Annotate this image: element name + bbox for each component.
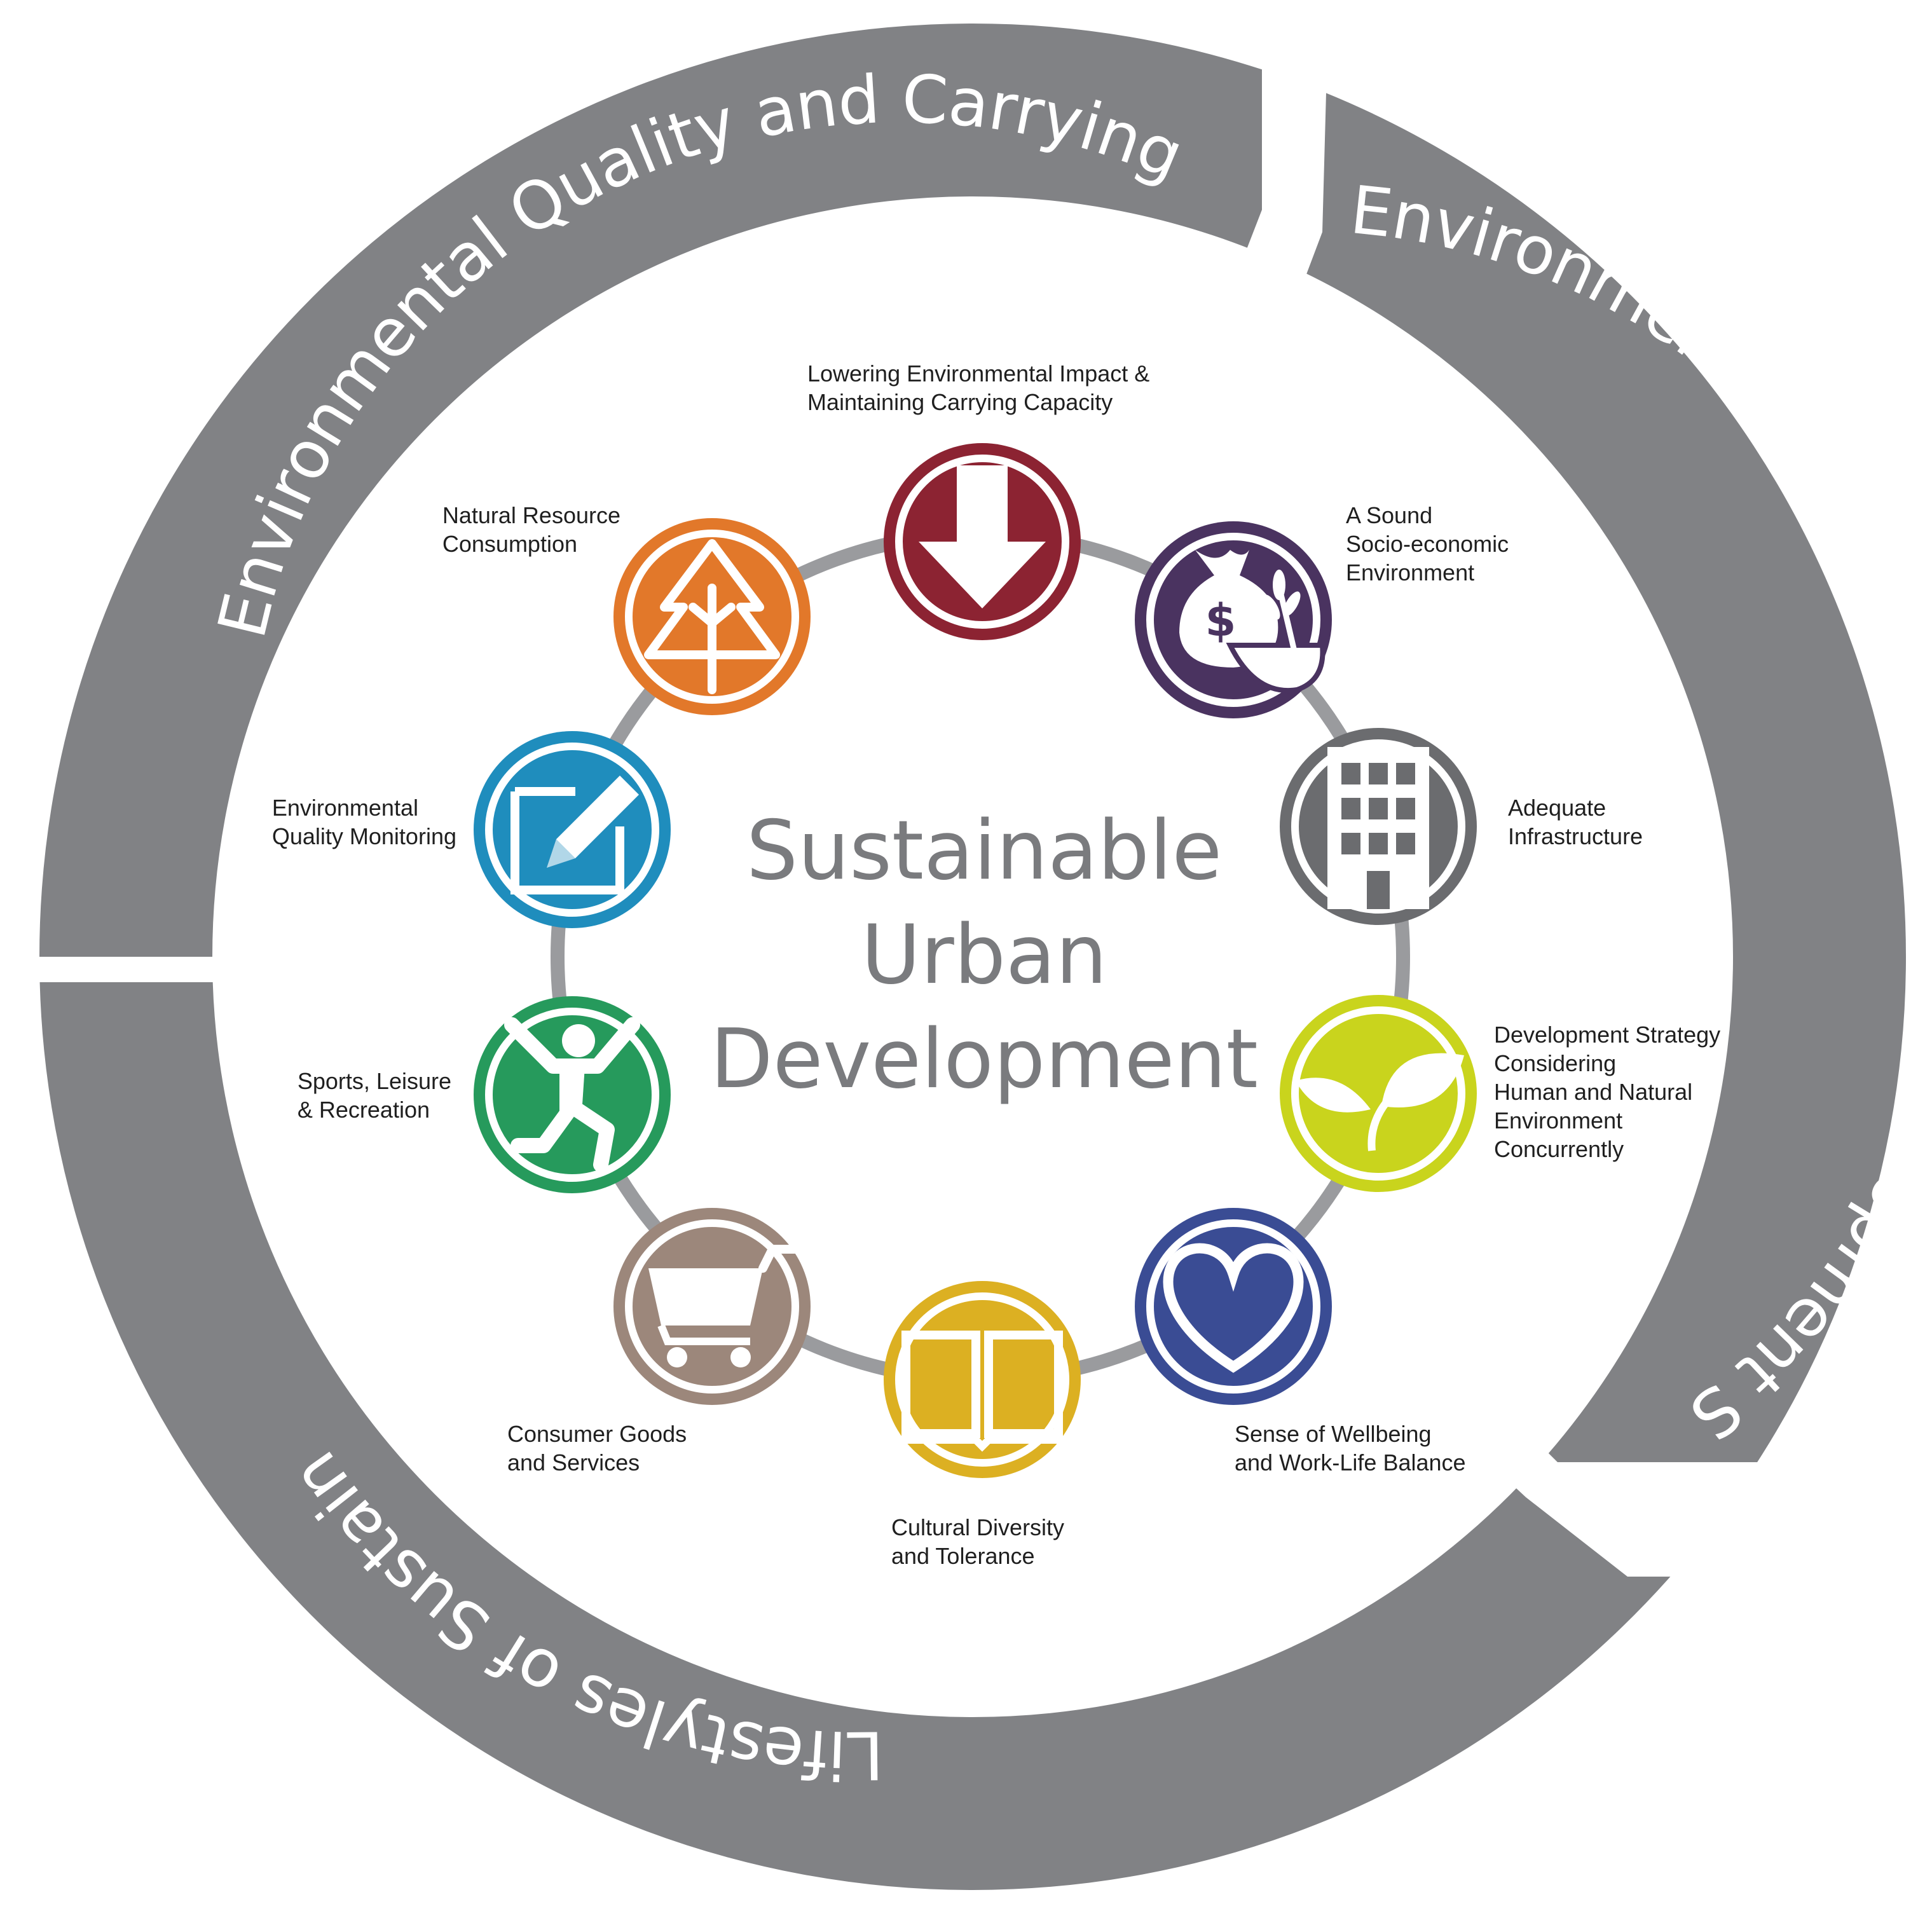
- node-label-line: Sense of Wellbeing: [1235, 1421, 1432, 1447]
- center-title: Sustainable Urban Development: [710, 804, 1258, 1107]
- node-label-line: Quality Monitoring: [272, 823, 456, 849]
- building-icon: [1327, 747, 1429, 909]
- outer-ring-segment-bottom: [39, 982, 1906, 1890]
- node-disc-ring: [625, 530, 799, 704]
- node-label-line: Considering: [1494, 1050, 1616, 1076]
- center-title-line-1: Sustainable: [746, 804, 1222, 898]
- node-disc-ring: [485, 1008, 659, 1182]
- node-label-line: Adequate: [1508, 795, 1606, 821]
- node-label-line: Consumer Goods: [507, 1421, 687, 1447]
- node-icons: $: [504, 465, 1464, 1452]
- node-disc-ring: [1291, 739, 1465, 914]
- node-label-line: Human and Natural: [1494, 1079, 1692, 1105]
- center-title-line-3: Development: [710, 1012, 1258, 1107]
- node-label-line: and Tolerance: [891, 1543, 1035, 1569]
- shopping-cart-icon: [648, 1245, 799, 1367]
- node-disc-ring: [485, 743, 659, 917]
- node-label-line: Environmental: [272, 795, 418, 821]
- node-label: Sports, Leisure & Recreation: [298, 1068, 451, 1123]
- node-label-line: Consumption: [442, 531, 577, 557]
- node-label-line: and Work-Life Balance: [1235, 1449, 1466, 1476]
- node-disc-ring: [1291, 1006, 1465, 1181]
- leaf-sprout-icon: [1296, 1053, 1464, 1151]
- node-label-line: Infrastructure: [1508, 823, 1643, 849]
- heart-icon: [1163, 1243, 1304, 1373]
- node-disc-outer: [1135, 1208, 1332, 1405]
- node-label-line: Natural Resource: [442, 502, 620, 528]
- node-disc-ring: [1146, 533, 1320, 707]
- node-label: Cultural Diversity and Tolerance: [891, 1514, 1064, 1569]
- node-disc-ring: [895, 455, 1069, 629]
- node-disc-ring: [895, 1292, 1069, 1467]
- node-label-line: Environment: [1346, 559, 1474, 586]
- node-disc-outer: [1280, 995, 1477, 1192]
- node-label-line: Concurrently: [1494, 1136, 1624, 1162]
- node-label-line: Cultural Diversity: [891, 1514, 1064, 1540]
- node-labels: Lowering Environmental Impact &Maintaini…: [272, 360, 1720, 1569]
- outer-ring-segment-top-left: [39, 24, 1262, 957]
- tree-icon: [644, 539, 780, 694]
- node-label-line: Socio-economic: [1346, 531, 1509, 557]
- node-label-line: Environment: [1494, 1107, 1622, 1134]
- running-person-icon: [504, 1017, 640, 1172]
- node-leaf-sprout: [1280, 995, 1477, 1192]
- outer-ring-segment-right: [1049, 24, 1906, 1462]
- node-heart: [1135, 1208, 1332, 1405]
- node-label-line: Sports, Leisure: [298, 1068, 451, 1094]
- svg-text:$: $: [1205, 594, 1237, 647]
- center-title-line-2: Urban: [861, 908, 1107, 1003]
- node-label-line: Maintaining Carrying Capacity: [807, 389, 1113, 415]
- node-label-line: Lowering Environmental Impact &: [807, 360, 1149, 387]
- node-disc-outer: [884, 1281, 1081, 1478]
- node-disc-ring: [625, 1219, 799, 1394]
- notepad-pencil-icon: [510, 776, 639, 894]
- node-label-line: & Recreation: [298, 1097, 430, 1123]
- node-label-line: A Sound: [1346, 502, 1432, 528]
- money-bag-grain-icon: $: [1179, 550, 1326, 694]
- node-label-line: and Services: [507, 1449, 640, 1476]
- open-book-icon: [900, 1331, 1065, 1452]
- node-open-book: [884, 1281, 1081, 1478]
- outer-ring-label-right: Environmental Management and Development…: [0, 0, 1932, 1456]
- down-arrow-icon: [919, 465, 1046, 608]
- node-disc-ring: [1146, 1219, 1320, 1394]
- node-label: Lowering Environmental Impact &Maintaini…: [807, 360, 1149, 415]
- node-label-line: Development Strategy: [1494, 1022, 1720, 1048]
